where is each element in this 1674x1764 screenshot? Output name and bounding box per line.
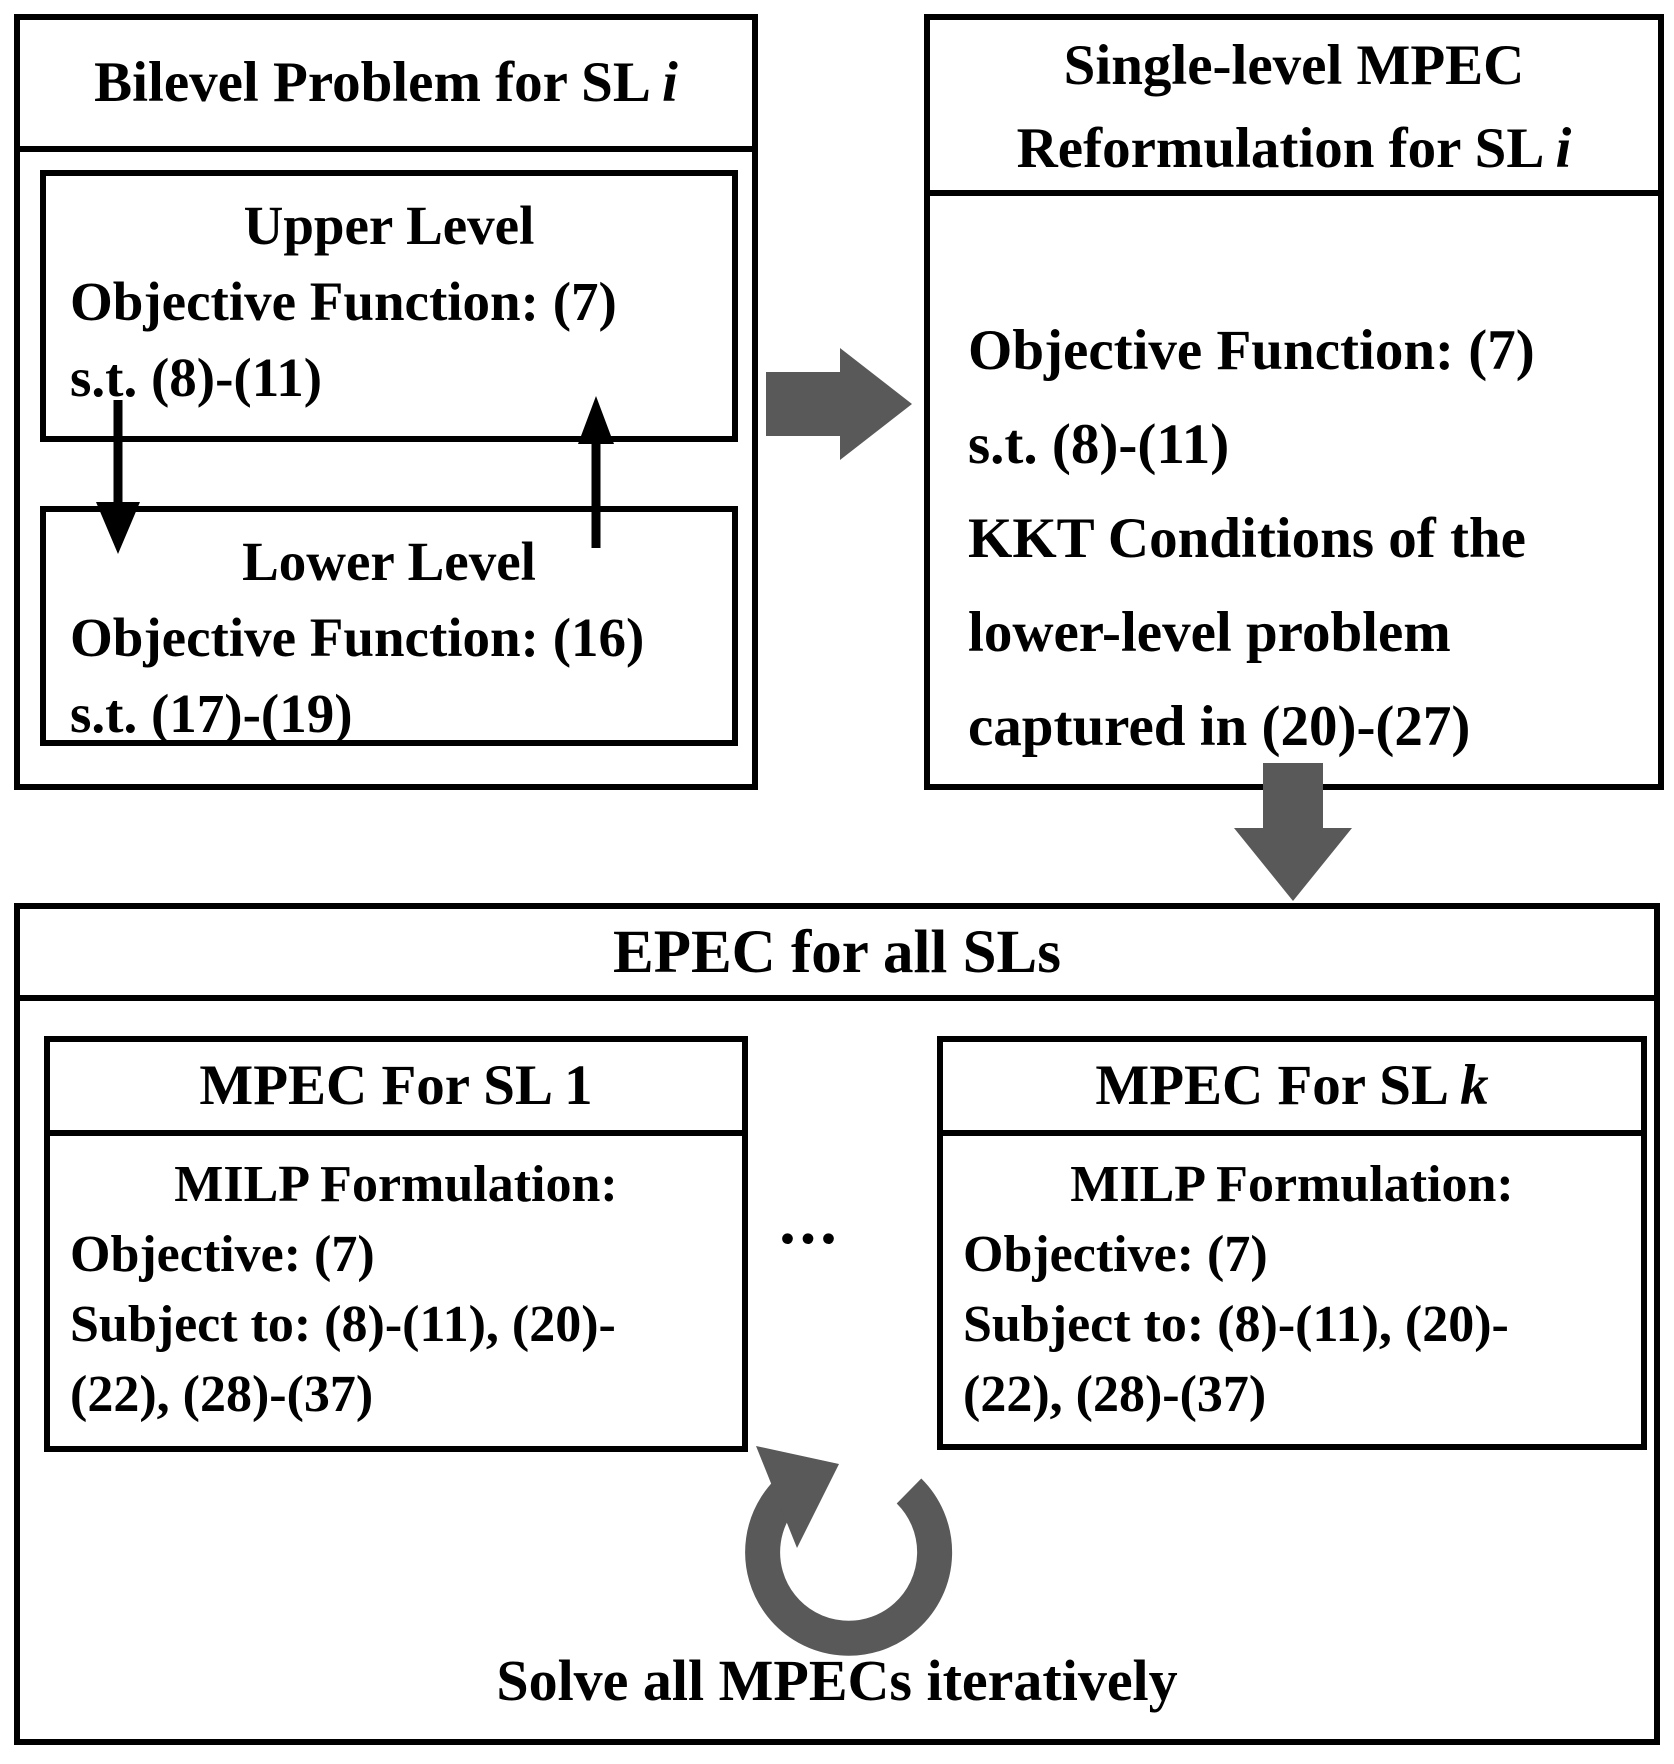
mpec-sl1-body: MILP Formulation: Objective: (7) Subject… — [50, 1136, 742, 1430]
mpec-sl1-title-text: MPEC For SL — [199, 1054, 565, 1117]
bilevel-title-index-i: i — [662, 51, 678, 114]
smpec-kkt-line3: captured in (20)-(27) — [968, 695, 1471, 758]
smpec-constraints-line: s.t. (8)-(11) — [968, 413, 1230, 476]
upper-level-heading: Upper Level — [243, 195, 535, 256]
lower-level-box: Lower Level Objective Function: (16) s.t… — [40, 506, 738, 746]
single-level-mpec-title-line2-text: Reformulation for SL — [1016, 117, 1556, 180]
mpec-slk-subjectto-line1: Subject to: (8)-(11), (20)- — [963, 1296, 1509, 1353]
mpec-slk-title-index-k: k — [1460, 1054, 1489, 1117]
upper-level-constraints-line: s.t. (8)-(11) — [70, 347, 323, 408]
mpec-sl1-title-index: 1 — [564, 1054, 593, 1117]
mpec-slk-milp-heading: MILP Formulation: — [1070, 1156, 1514, 1213]
single-level-mpec-body: Objective Function: (7) s.t. (8)-(11) KK… — [930, 196, 1658, 774]
solve-iteratively-label: Solve all MPECs iteratively — [496, 1648, 1178, 1713]
mpec-sl1-objective-line: Objective: (7) — [70, 1226, 375, 1283]
ellipsis-between-mpecs: ... — [779, 1185, 841, 1258]
mpec-slk-objective-line: Objective: (7) — [963, 1226, 1268, 1283]
mpec-slk-body: MILP Formulation: Objective: (7) Subject… — [943, 1136, 1641, 1430]
single-level-mpec-title-line2: Reformulation for SL i — [930, 107, 1658, 190]
smpec-kkt-line1: KKT Conditions of the — [968, 507, 1526, 570]
mpec-slk-title-text: MPEC For SL — [1095, 1054, 1461, 1117]
mpec-slk-subjectto-line2: (22), (28)-(37) — [963, 1366, 1267, 1423]
mpec-sl1-subjectto-line1: Subject to: (8)-(11), (20)- — [70, 1296, 616, 1353]
lower-level-objective-line: Objective Function: (16) — [70, 607, 645, 668]
flow-right-arrow-icon — [766, 348, 912, 460]
mpec-slk-title: MPEC For SL k — [943, 1042, 1641, 1136]
bilevel-problem-title: Bilevel Problem for SL i — [20, 20, 752, 152]
lower-level-constraints-line: s.t. (17)-(19) — [70, 683, 353, 744]
bilevel-title-text: Bilevel Problem for SL — [94, 51, 662, 114]
mpec-sl1-subjectto-line2: (22), (28)-(37) — [70, 1366, 374, 1423]
epec-title: EPEC for all SLs — [20, 909, 1654, 1001]
single-level-mpec-title: Single-level MPEC Reformulation for SL i — [930, 20, 1658, 196]
mpec-sl1-title: MPEC For SL 1 — [50, 1042, 742, 1136]
lower-level-heading: Lower Level — [242, 531, 536, 592]
upper-level-objective-line: Objective Function: (7) — [70, 271, 617, 332]
upper-level-box: Upper Level Objective Function: (7) s.t.… — [40, 170, 738, 442]
single-level-mpec-title-index-i: i — [1555, 117, 1572, 180]
mpec-slk-box: MPEC For SL k MILP Formulation: Objectiv… — [937, 1036, 1647, 1450]
mpec-sl1-box: MPEC For SL 1 MILP Formulation: Objectiv… — [44, 1036, 748, 1452]
single-level-mpec-box: Single-level MPEC Reformulation for SL i… — [924, 14, 1664, 790]
mpec-sl1-milp-heading: MILP Formulation: — [174, 1156, 618, 1213]
smpec-kkt-line2: lower-level problem — [968, 601, 1451, 664]
single-level-mpec-title-line1: Single-level MPEC — [1063, 34, 1525, 97]
epec-box: EPEC for all SLs MPEC For SL 1 MILP Form… — [14, 903, 1660, 1745]
smpec-objective-line: Objective Function: (7) — [968, 319, 1535, 382]
bilevel-problem-box: Bilevel Problem for SL i Upper Level Obj… — [14, 14, 758, 790]
